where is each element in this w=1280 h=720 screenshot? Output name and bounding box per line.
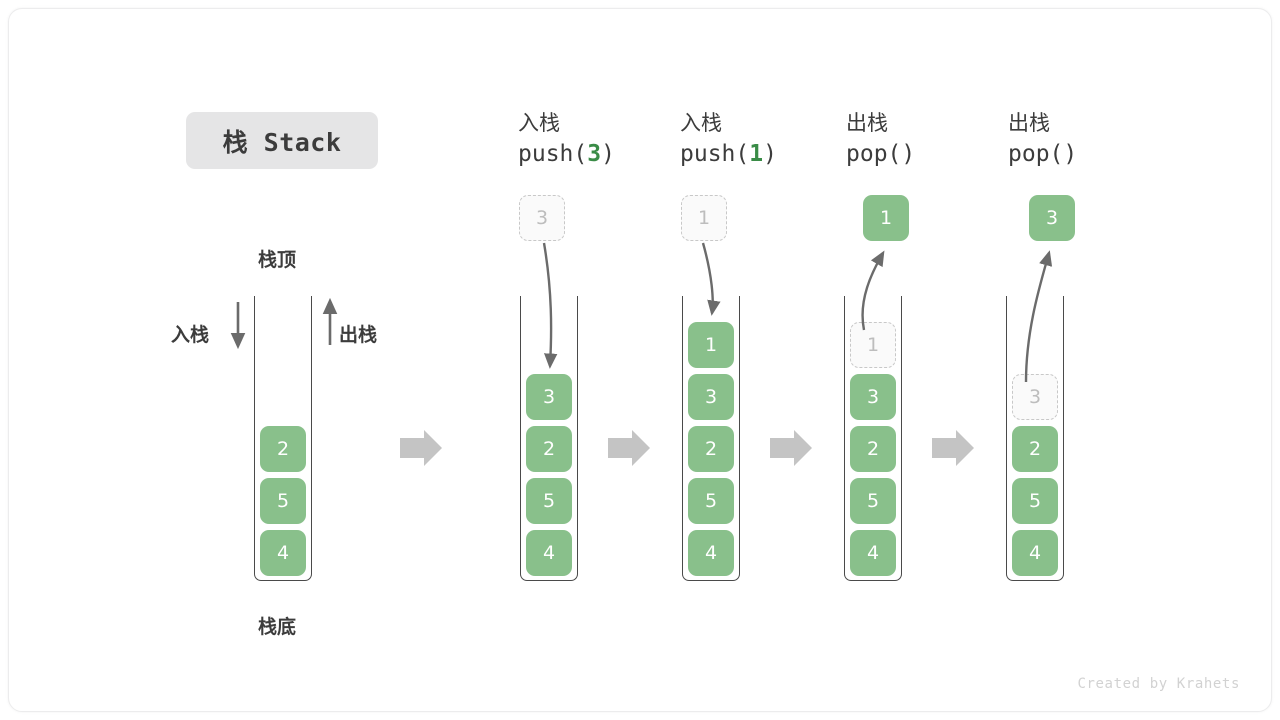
- stack-block: 3: [526, 374, 572, 420]
- stack-block: 2: [1012, 426, 1058, 472]
- stack-block: 4: [688, 530, 734, 576]
- stack-block: 2: [260, 426, 306, 472]
- column-header-code: pop(): [846, 141, 916, 167]
- stack-block: 2: [526, 426, 572, 472]
- column-header-cjk: 入栈: [518, 111, 560, 135]
- stack-block: 4: [526, 530, 572, 576]
- stack-block: 4: [260, 530, 306, 576]
- diagram-title-badge: 栈 Stack: [186, 112, 378, 169]
- push-arg: 1: [749, 141, 764, 167]
- stack-block: 5: [1012, 478, 1058, 524]
- column-header-push-3: 入栈 push(3): [518, 108, 688, 170]
- footer-credit: Created by Krahets: [1077, 676, 1240, 692]
- column-header-cjk: 入栈: [680, 111, 722, 135]
- stack-tube-pop-3: 4 5 2 3: [1006, 296, 1064, 581]
- stack-block: 4: [850, 530, 896, 576]
- floating-element-pop-3: 3: [1029, 195, 1075, 241]
- stack-blocks-push-3: 4 5 2 3: [521, 374, 577, 576]
- column-header-code: push(1): [680, 141, 777, 167]
- floating-element-push-1: 1: [681, 195, 727, 241]
- column-header-cjk: 出栈: [846, 111, 888, 135]
- stack-block: 5: [850, 478, 896, 524]
- stack-block-ghost: 3: [1012, 374, 1058, 420]
- column-header-cjk: 出栈: [1008, 111, 1050, 135]
- stack-tube-initial: 4 5 2: [254, 296, 312, 581]
- stack-block: 2: [688, 426, 734, 472]
- stack-blocks-pop-1: 4 5 2 3 1: [845, 322, 901, 576]
- column-header-pop-1: 出栈 pop(): [846, 108, 1016, 170]
- column-header-pop-3: 出栈 pop(): [1008, 108, 1178, 170]
- stack-block: 1: [688, 322, 734, 368]
- stack-block: 5: [688, 478, 734, 524]
- stack-block: 2: [850, 426, 896, 472]
- stack-block: 3: [688, 374, 734, 420]
- stack-bottom-label: 栈底: [258, 616, 297, 638]
- stack-top-label: 栈顶: [258, 249, 297, 271]
- stack-block: 5: [526, 478, 572, 524]
- stack-block: 3: [850, 374, 896, 420]
- stack-tube-push-1: 4 5 2 3 1: [682, 296, 740, 581]
- floating-element-push-3: 3: [519, 195, 565, 241]
- stack-tube-pop-1: 4 5 2 3 1: [844, 296, 902, 581]
- stack-block: 4: [1012, 530, 1058, 576]
- column-header-code: push(3): [518, 141, 615, 167]
- stack-block-ghost: 1: [850, 322, 896, 368]
- column-header-code: pop(): [1008, 141, 1078, 167]
- stack-block: 5: [260, 478, 306, 524]
- floating-element-pop-1: 1: [863, 195, 909, 241]
- column-header-push-1: 入栈 push(1): [680, 108, 850, 170]
- pop-side-label: 出栈: [339, 324, 378, 346]
- stack-tube-push-3: 4 5 2 3: [520, 296, 578, 581]
- push-arg: 3: [587, 141, 602, 167]
- stack-blocks-pop-3: 4 5 2 3: [1007, 374, 1063, 576]
- stack-blocks-initial: 4 5 2: [255, 426, 311, 576]
- push-side-label: 入栈: [171, 324, 210, 346]
- stack-blocks-push-1: 4 5 2 3 1: [683, 322, 739, 576]
